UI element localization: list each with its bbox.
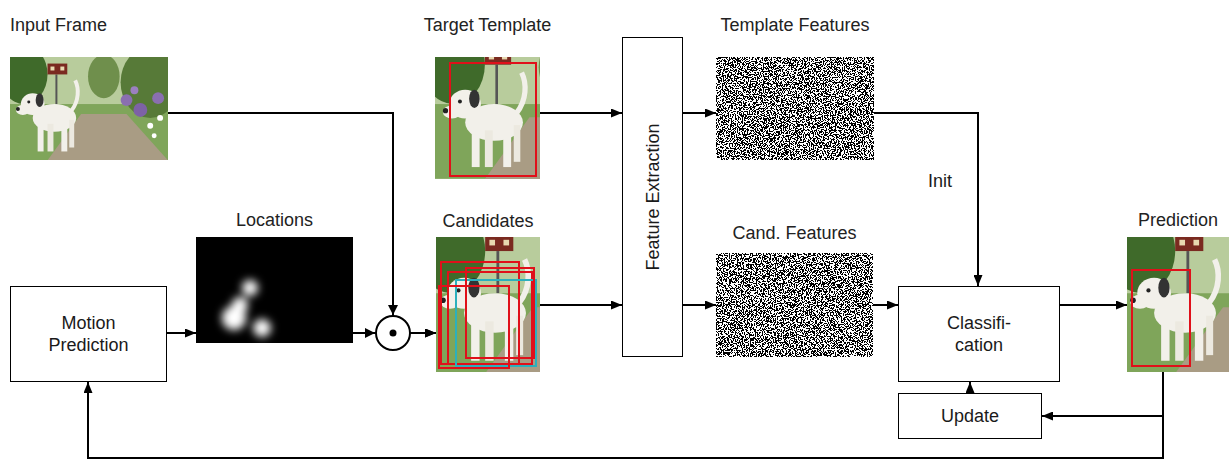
product-dot [390,330,397,337]
process-box: Motion Prediction [10,286,167,382]
box-label: Update [941,405,999,427]
bounding-box [450,63,536,176]
panel-heading: Candidates [442,210,533,232]
photo [1108,209,1232,374]
image-panel: Cand. Features [716,253,873,357]
panel-heading: Target Template [424,14,552,36]
panel-heading: Prediction [1138,209,1218,231]
feature-map [716,57,874,160]
panel-heading: Cand. Features [732,222,856,244]
connector-arrow [874,113,978,286]
connector-arrow [873,304,898,306]
connector-arrow [540,304,622,306]
bounding-box [1132,270,1190,366]
box-label: Classifi- cation [937,312,1021,356]
panel-heading: Locations [236,209,313,231]
box-label: Motion Prediction [34,312,144,356]
candidate-boxes [439,262,536,368]
feature-map [716,253,873,357]
panel-heading: Input Frame [10,14,107,36]
connector-arrow [88,372,1163,458]
edge-label: Init [926,170,954,192]
connector-arrow [683,112,716,114]
arrowhead [388,305,398,315]
connector-arrow [1042,372,1163,416]
heat-blob [222,280,271,337]
connector-arrow [167,332,196,334]
heatmap [196,237,353,343]
arrowhead [365,328,375,338]
product-symbol [376,316,410,350]
image-panel: Candidates [436,237,540,372]
connector-arrow [683,304,716,306]
panel-heading: Template Features [720,14,869,36]
connector-arrow [1060,304,1127,306]
process-box: Update [898,393,1042,439]
box-label: Feature Extraction [642,123,664,270]
photo [0,45,180,161]
image-panel: Prediction [1127,237,1229,372]
image-panel: Template Features [716,57,874,160]
image-panel: Locations [196,237,353,343]
connector-arrow [540,112,622,114]
process-box: Feature Extraction [622,37,683,357]
image-panel: Target Template [435,57,540,180]
image-panel: Input Frame [10,57,168,160]
process-box: Classifi- cation [898,286,1060,382]
connector-arrow [969,382,971,393]
